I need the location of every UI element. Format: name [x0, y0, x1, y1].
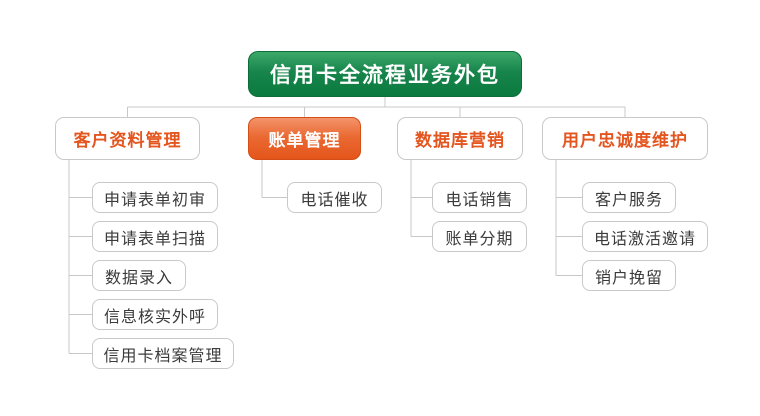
child-node-telesales-label: 电话销售 — [445, 191, 514, 209]
child-node-application-form-scanning-label: 申请表单扫描 — [103, 230, 206, 248]
child-node-bill-installment[interactable]: 账单分期 — [432, 221, 527, 252]
child-node-account-closure-retention-label: 销户挽留 — [594, 269, 663, 287]
child-node-application-form-initial-review-label: 申请表单初审 — [103, 191, 206, 209]
child-node-application-form-scanning[interactable]: 申请表单扫描 — [92, 221, 218, 252]
child-node-application-form-initial-review[interactable]: 申请表单初审 — [92, 182, 218, 213]
branch-node-customer-data-management-label: 客户资料管理 — [73, 131, 182, 150]
child-node-customer-service-label: 客户服务 — [594, 191, 663, 209]
child-node-phone-activation-invitation[interactable]: 电话激活邀请 — [582, 221, 708, 252]
child-node-data-entry[interactable]: 数据录入 — [92, 260, 186, 291]
branch-node-user-loyalty-maintenance-label: 用户忠诚度维护 — [562, 131, 688, 150]
branch-node-database-marketing[interactable]: 数据库营销 — [397, 117, 523, 160]
branch-node-customer-data-management[interactable]: 客户资料管理 — [55, 117, 200, 160]
child-node-customer-service[interactable]: 客户服务 — [582, 182, 676, 213]
child-node-phone-collection-label: 电话催收 — [300, 191, 369, 209]
branch-node-user-loyalty-maintenance[interactable]: 用户忠诚度维护 — [542, 117, 708, 160]
child-node-credit-card-archive-management-label: 信用卡档案管理 — [103, 347, 223, 365]
child-node-info-verification-outbound-call-label: 信息核实外呼 — [103, 308, 206, 326]
child-node-data-entry-label: 数据录入 — [104, 269, 173, 287]
child-node-phone-collection[interactable]: 电话催收 — [287, 182, 382, 213]
child-node-info-verification-outbound-call[interactable]: 信息核实外呼 — [92, 299, 218, 330]
child-node-account-closure-retention[interactable]: 销户挽留 — [582, 260, 676, 291]
child-node-credit-card-archive-management[interactable]: 信用卡档案管理 — [92, 338, 234, 369]
child-node-telesales[interactable]: 电话销售 — [432, 182, 527, 213]
branch-node-database-marketing-label: 数据库营销 — [415, 131, 505, 150]
root-node-credit-card-outsourcing-label: 信用卡全流程业务外包 — [270, 63, 500, 87]
root-node-credit-card-outsourcing[interactable]: 信用卡全流程业务外包 — [248, 51, 522, 97]
branch-node-billing-management-label: 账单管理 — [268, 131, 341, 150]
branch-node-billing-management[interactable]: 账单管理 — [248, 117, 361, 160]
child-node-phone-activation-invitation-label: 电话激活邀请 — [593, 230, 696, 248]
child-node-bill-installment-label: 账单分期 — [445, 230, 514, 248]
